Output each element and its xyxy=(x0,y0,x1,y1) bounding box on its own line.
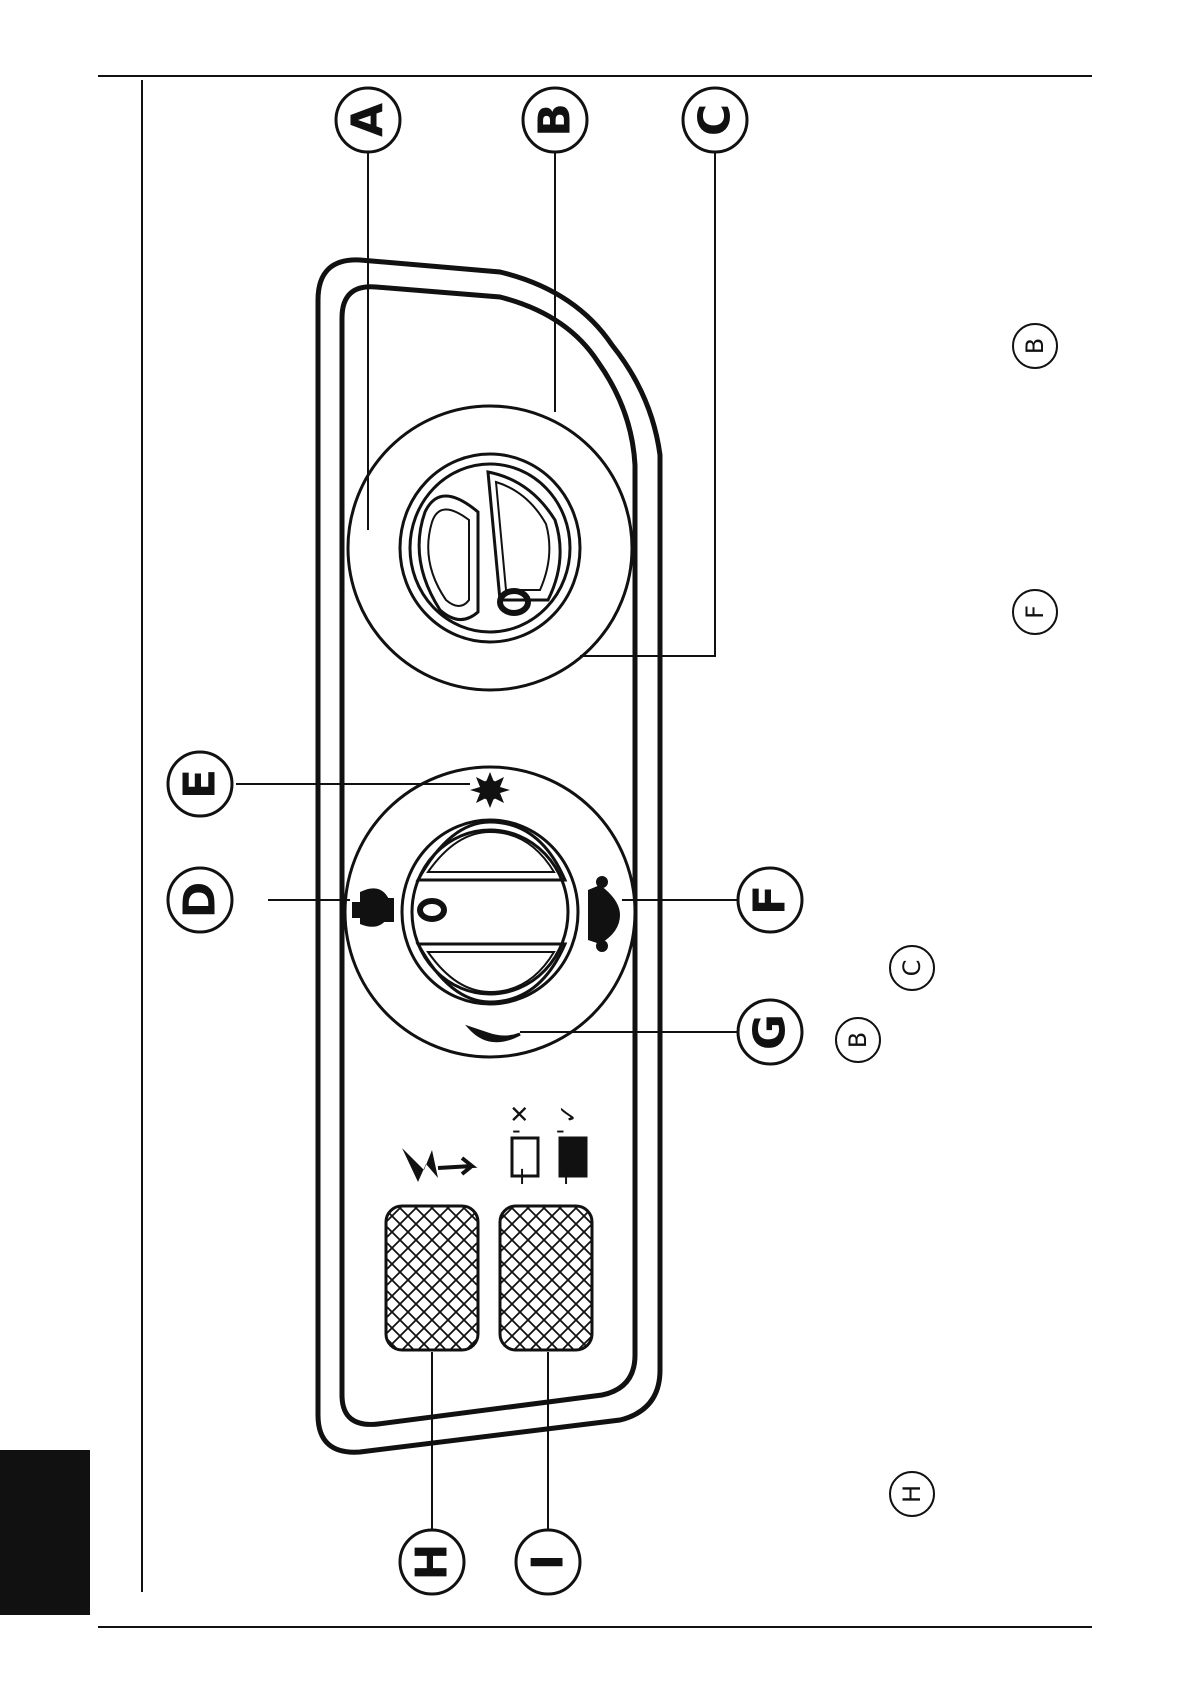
callout-a: A xyxy=(336,88,400,152)
svg-text:I: I xyxy=(523,1554,574,1570)
svg-text:H: H xyxy=(898,1485,926,1503)
callout-g: G xyxy=(738,1000,802,1064)
battery-good-icon: + - ✓ xyxy=(554,1104,586,1190)
callout-d: D xyxy=(168,868,232,932)
svg-text:A: A xyxy=(343,103,394,137)
fan-speed-knob[interactable] xyxy=(348,406,632,690)
side-ref-h: H xyxy=(890,1472,934,1516)
svg-text:F: F xyxy=(745,885,796,915)
callout-f: F xyxy=(738,868,802,932)
svg-text:C: C xyxy=(690,104,741,136)
indicator-lamp-h xyxy=(386,1206,478,1350)
side-ref-b-mid: B xyxy=(836,1018,880,1062)
svg-text:+: + xyxy=(512,1162,532,1190)
svg-text:H: H xyxy=(407,1544,458,1581)
callout-b: B xyxy=(523,88,587,152)
side-ref-f: F xyxy=(1013,590,1057,634)
lightning-warning-icon xyxy=(402,1148,472,1182)
battery-bad-icon: + - ✕ xyxy=(506,1104,538,1190)
svg-text:B: B xyxy=(530,103,581,137)
battery-good-mark: ✓ xyxy=(554,1104,582,1124)
svg-text:F: F xyxy=(1021,605,1049,619)
indicator-lamp-i xyxy=(500,1206,592,1350)
callout-c: C xyxy=(683,88,747,152)
svg-text:B: B xyxy=(844,1032,872,1048)
callout-i: I xyxy=(516,1530,580,1594)
callout-h: H xyxy=(400,1530,464,1594)
battery-bad-mark: ✕ xyxy=(506,1104,534,1124)
svg-text:D: D xyxy=(175,882,226,919)
side-ref-b-top: B xyxy=(1013,324,1057,368)
svg-text:+: + xyxy=(556,1162,576,1190)
svg-text:E: E xyxy=(175,769,226,799)
callout-e: E xyxy=(168,752,232,816)
section-tab xyxy=(0,1450,90,1615)
svg-text:B: B xyxy=(1021,338,1049,354)
svg-text:C: C xyxy=(898,960,926,977)
side-ref-c: C xyxy=(890,946,934,990)
svg-text:G: G xyxy=(745,1014,796,1050)
